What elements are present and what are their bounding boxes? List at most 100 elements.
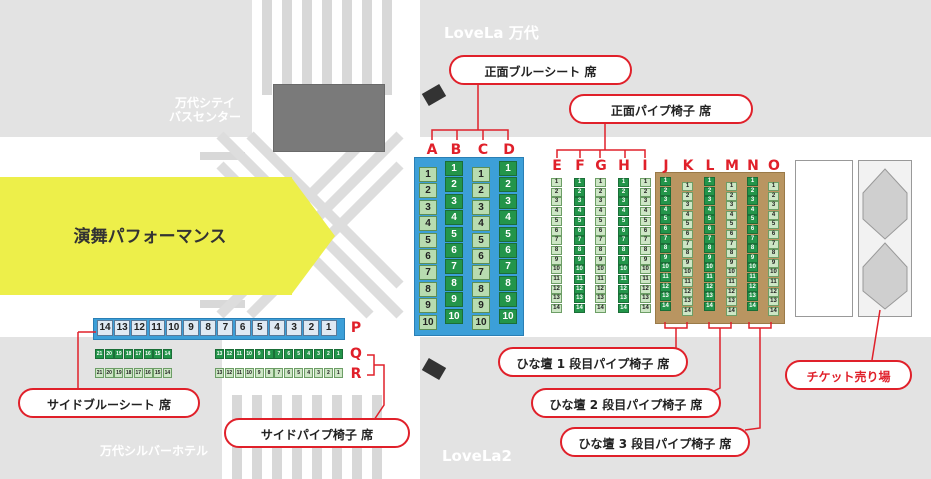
- seat-M-9: 9: [726, 258, 737, 268]
- crosswalk-left-2: [200, 300, 245, 308]
- row-letter-R: R: [350, 366, 362, 382]
- silver-hotel-label: 万代シルバーホテル: [99, 444, 208, 458]
- building-block: [273, 84, 385, 152]
- seat-J-2: 2: [660, 186, 671, 196]
- seat-I-8: 8: [640, 245, 651, 255]
- seat-K-4: 4: [682, 210, 693, 220]
- seat-F-3: 3: [574, 197, 585, 207]
- seat-M-11: 11: [726, 278, 737, 287]
- seat-R-3: 3: [314, 368, 323, 378]
- seat-J-14: 14: [660, 301, 671, 311]
- seat-J-6: 6: [660, 225, 671, 234]
- seat-Q-12: 12: [224, 349, 234, 359]
- seat-H-2: 2: [618, 187, 629, 197]
- row-letter-F: F: [575, 158, 585, 174]
- seat-F-1: 1: [574, 178, 585, 187]
- seat-J-12: 12: [660, 282, 671, 292]
- seat-L-9: 9: [704, 253, 715, 263]
- seat-B-8: 8: [445, 275, 463, 291]
- seat-A-6: 6: [419, 249, 437, 264]
- camera-icon-top: [421, 83, 447, 107]
- seat-K-6: 6: [682, 230, 693, 239]
- row-letter-L: L: [705, 158, 715, 174]
- crosswalk-top-7: [382, 0, 392, 95]
- seat-L-4: 4: [704, 205, 715, 215]
- seat-L-12: 12: [704, 282, 715, 292]
- seat-M-4: 4: [726, 210, 737, 220]
- seat-M-12: 12: [726, 287, 737, 297]
- seat-Q-5: 5: [294, 349, 304, 359]
- seat-P-8: 8: [200, 320, 217, 336]
- performance-label: 演舞パフォーマンス: [73, 227, 227, 247]
- seat-J-3: 3: [660, 196, 671, 206]
- bus-center-label: 万代シテイ バスセンター: [168, 96, 241, 124]
- seat-O-13: 13: [768, 297, 779, 307]
- seat-K-3: 3: [682, 201, 693, 211]
- seat-R-2: 2: [323, 368, 333, 378]
- seat-H-1: 1: [618, 178, 629, 187]
- seat-A-2: 2: [419, 183, 437, 199]
- seat-Q-17: 17: [133, 349, 143, 359]
- seat-A-7: 7: [419, 265, 437, 281]
- seat-E-9: 9: [551, 255, 562, 265]
- seat-J-9: 9: [660, 253, 671, 263]
- seat-R-16: 16: [143, 368, 153, 378]
- seat-R-9: 9: [254, 368, 264, 378]
- seat-D-3: 3: [499, 193, 517, 209]
- seat-E-3: 3: [551, 197, 562, 207]
- seat-K-7: 7: [682, 239, 693, 249]
- seat-B-7: 7: [445, 259, 463, 275]
- seat-Q-18: 18: [124, 349, 134, 359]
- seat-G-6: 6: [595, 226, 606, 236]
- seat-Q-4: 4: [304, 349, 314, 359]
- seat-F-10: 10: [574, 265, 585, 275]
- seat-J-7: 7: [660, 234, 671, 244]
- seat-F-8: 8: [574, 245, 585, 255]
- seat-K-12: 12: [682, 287, 693, 297]
- seat-I-3: 3: [640, 197, 651, 207]
- seat-E-2: 2: [551, 187, 562, 197]
- seat-C-1: 1: [472, 167, 490, 182]
- seat-K-5: 5: [682, 220, 693, 230]
- seat-K-1: 1: [682, 182, 693, 191]
- seat-N-7: 7: [747, 234, 758, 244]
- seat-H-4: 4: [618, 207, 629, 217]
- seat-E-8: 8: [551, 245, 562, 255]
- callout-hina-1: ひな壇 1 段目パイプ椅子 席: [498, 347, 688, 377]
- seat-L-13: 13: [704, 292, 715, 302]
- seat-F-2: 2: [574, 187, 585, 197]
- seat-A-9: 9: [419, 298, 437, 314]
- seat-P-11: 11: [148, 320, 165, 336]
- seat-C-5: 5: [472, 232, 490, 248]
- seat-H-3: 3: [618, 197, 629, 207]
- seat-A-10: 10: [419, 314, 437, 330]
- seat-Q-8: 8: [264, 349, 274, 359]
- seat-R-20: 20: [104, 368, 114, 378]
- seat-N-5: 5: [747, 215, 758, 225]
- row-letter-M: M: [725, 158, 739, 174]
- seat-O-3: 3: [768, 201, 779, 211]
- seat-O-8: 8: [768, 249, 779, 259]
- seat-E-4: 4: [551, 207, 562, 217]
- crosswalk-top-6: [362, 0, 372, 95]
- row-letter-I: I: [642, 158, 648, 174]
- seat-M-2: 2: [726, 191, 737, 201]
- seat-N-6: 6: [747, 225, 758, 234]
- seat-F-9: 9: [574, 255, 585, 265]
- seat-E-1: 1: [551, 178, 562, 187]
- seat-E-13: 13: [551, 294, 562, 304]
- seat-Q-9: 9: [254, 349, 264, 359]
- seat-Q-20: 20: [104, 349, 114, 359]
- seat-P-12: 12: [131, 320, 148, 336]
- seat-B-2: 2: [445, 177, 463, 193]
- seat-D-8: 8: [499, 275, 517, 291]
- seat-I-6: 6: [640, 226, 651, 236]
- callout-side-pipe: サイドパイプ椅子 席: [224, 418, 410, 448]
- seat-C-2: 2: [472, 183, 490, 199]
- seat-R-7: 7: [274, 368, 284, 378]
- crosswalk-left-1: [200, 152, 245, 160]
- row-letter-C: C: [477, 142, 489, 158]
- seat-K-9: 9: [682, 258, 693, 268]
- seat-D-4: 4: [499, 210, 517, 226]
- seat-F-13: 13: [574, 294, 585, 304]
